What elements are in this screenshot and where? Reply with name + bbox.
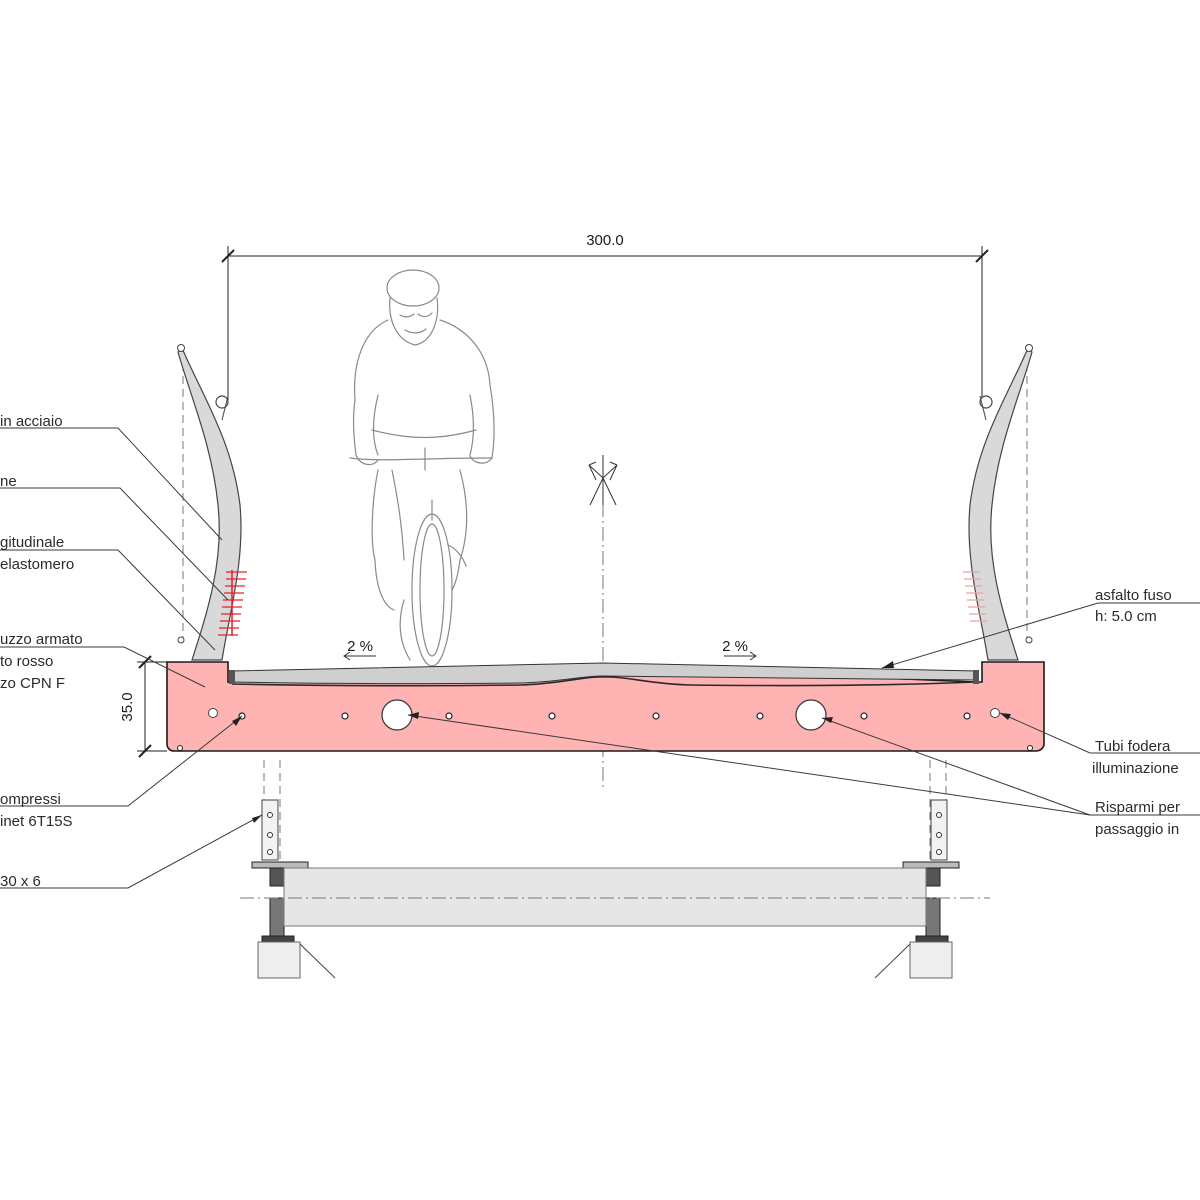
slope-right-label: 2 % xyxy=(722,638,748,655)
label-concrete-1: uzzo armato xyxy=(0,631,83,648)
left-support xyxy=(251,760,336,979)
cyclist-figure xyxy=(349,269,495,667)
concrete-deck xyxy=(166,661,1045,752)
leader-lines xyxy=(0,427,1200,889)
slope-left-label: 2 % xyxy=(347,638,373,655)
asphalt-layer xyxy=(231,662,977,685)
right-elastomer-strip xyxy=(963,571,987,622)
centerline-arrows-icon xyxy=(588,455,618,506)
right-support xyxy=(874,760,960,979)
label-longitudinal-2: elastomero xyxy=(0,556,74,573)
height-dimension-label: 35.0 xyxy=(119,692,136,721)
label-voids-2: passaggio in xyxy=(1095,821,1179,838)
label-plate: 30 x 6 xyxy=(0,873,41,890)
left-elastomer-strip xyxy=(218,570,247,636)
slope-right: 2 % xyxy=(722,638,757,661)
label-line-2: ne xyxy=(0,473,17,490)
label-conduits-1: Tubi fodera xyxy=(1095,738,1171,755)
left-annotations: in acciaio ne gitudinale elastomero uzzo… xyxy=(0,413,83,890)
slope-left: 2 % xyxy=(343,638,376,661)
label-tendons-2: inet 6T15S xyxy=(0,813,73,830)
label-conduits-2: illuminazione xyxy=(1092,760,1179,777)
label-tendons-1: ompressi xyxy=(0,791,61,808)
width-dimension-label: 300.0 xyxy=(586,232,624,249)
label-concrete-2: to rosso xyxy=(0,653,53,670)
width-dimension: 300.0 xyxy=(221,232,989,400)
label-steel-railing: in acciaio xyxy=(0,413,63,430)
label-longitudinal-1: gitudinale xyxy=(0,534,64,551)
leader-arrowheads xyxy=(232,661,1011,823)
label-asphalt-1: asfalto fuso xyxy=(1095,587,1172,604)
deck-section xyxy=(166,661,1045,752)
left-railing xyxy=(177,344,242,661)
label-asphalt-2: h: 5.0 cm xyxy=(1095,608,1157,625)
label-voids-1: Risparmi per xyxy=(1095,799,1180,816)
steel-beam xyxy=(240,867,990,927)
label-concrete-3: zo CPN F xyxy=(0,675,65,692)
height-dimension: 35.0 xyxy=(119,655,167,758)
right-railing xyxy=(968,344,1033,661)
right-annotations: asfalto fuso h: 5.0 cm Tubi fodera illum… xyxy=(1092,587,1180,838)
